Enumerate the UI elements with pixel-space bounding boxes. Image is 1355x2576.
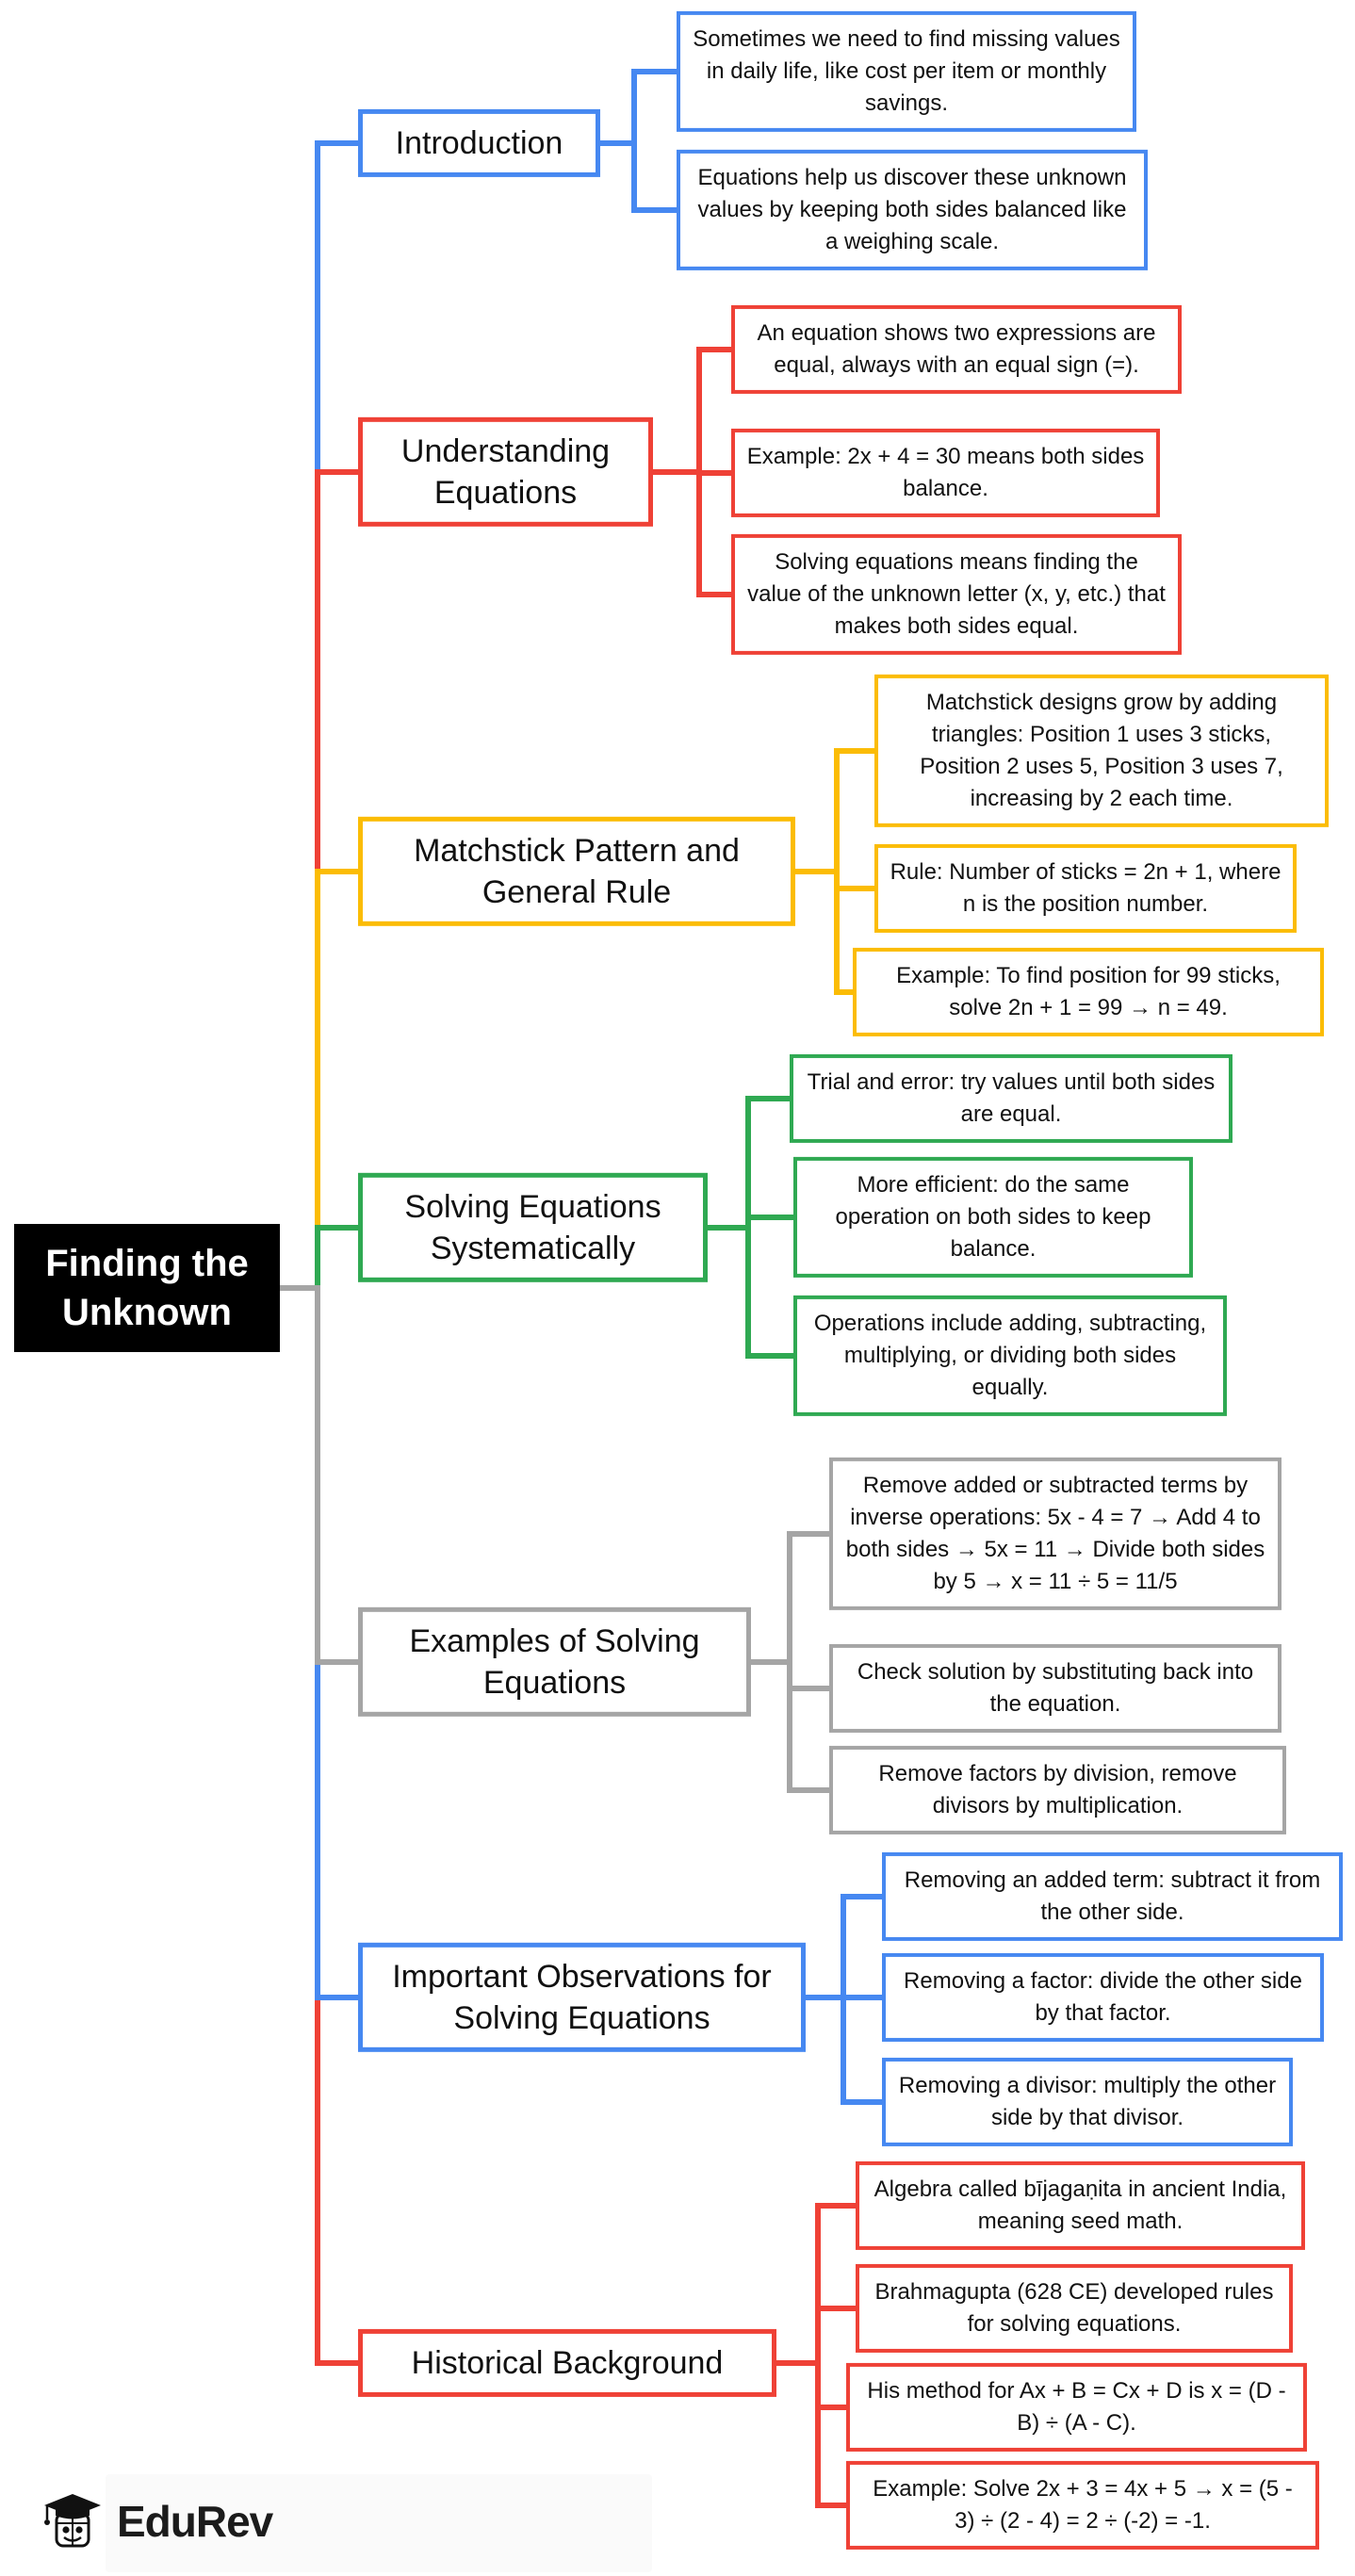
leaf-node: Algebra called bījagaṇita in ancient Ind…	[856, 2160, 1305, 2251]
connector-understanding-leaf-1	[650, 347, 734, 475]
leaf-node: Brahmagupta (628 CE) developed rules for…	[856, 2263, 1293, 2354]
connector-introduction-leaf-1	[597, 69, 679, 146]
leaf-node: Removing an added term: subtract it from…	[882, 1851, 1343, 1942]
connector-solving-leaf-1	[705, 1096, 792, 1231]
connector-matchstick-leaf-1	[792, 748, 877, 874]
connector-observations-leaf-1	[803, 1894, 885, 2000]
leaf-node: Remove factors by division, remove divis…	[829, 1745, 1286, 1835]
leaf-node: Sometimes we need to find missing values…	[677, 10, 1136, 133]
connector-historical-leaf-3	[774, 2360, 849, 2410]
connector-historical-leaf-4	[774, 2360, 849, 2508]
topic-node-matchstick-pattern: Matchstick Pattern and General Rule	[358, 816, 795, 927]
connector-root-solving	[277, 1225, 361, 1291]
leaf-node: Equations help us discover these unknown…	[677, 149, 1148, 271]
connector-examples-leaf-1	[748, 1531, 832, 1665]
connector-matchstick-leaf-3	[792, 869, 856, 995]
connector-understanding-leaf-3	[650, 469, 734, 597]
topic-node-examples-of-solving: Examples of Solving Equations	[358, 1606, 751, 1718]
root-node: Finding the Unknown	[14, 1224, 280, 1352]
leaf-node: Remove added or subtracted terms by inve…	[829, 1457, 1282, 1611]
connector-examples-leaf-3	[748, 1659, 832, 1793]
connector-introduction-leaf-2	[597, 140, 679, 213]
leaf-node: His method for Ax + B = Cx + D is x = (D…	[846, 2362, 1307, 2453]
connector-historical-leaf-2	[774, 2306, 858, 2366]
leaf-node: Check solution by substituting back into…	[829, 1643, 1282, 1734]
leaf-node: Removing a factor: divide the other side…	[882, 1952, 1324, 2043]
leaf-node: Removing a divisor: multiply the other s…	[882, 2057, 1293, 2147]
edurev-logo-text: EduRev	[117, 2497, 273, 2546]
leaf-node: Trial and error: try values until both s…	[790, 1053, 1233, 1144]
topic-node-introduction: Introduction	[358, 108, 600, 178]
edurev-logo: EduRev	[41, 2491, 273, 2552]
leaf-node: Operations include adding, subtracting, …	[793, 1295, 1227, 1417]
leaf-node: Solving equations means finding the valu…	[731, 533, 1182, 656]
leaf-node: More efficient: do the same operation on…	[793, 1156, 1193, 1279]
topic-node-important-observations: Important Observations for Solving Equat…	[358, 1942, 806, 2053]
topic-node-understanding-equations: Understanding Equations	[358, 416, 653, 528]
topic-node-historical-background: Historical Background	[358, 2328, 776, 2398]
leaf-node: Example: To find position for 99 sticks,…	[853, 947, 1324, 1037]
leaf-node: Matchstick designs grow by adding triang…	[874, 674, 1329, 828]
connector-observations-leaf-3	[803, 1995, 885, 2105]
connector-solving-leaf-3	[705, 1225, 796, 1359]
leaf-node: Example: 2x + 4 = 30 means both sides ba…	[731, 428, 1160, 518]
leaf-node: Example: Solve 2x + 3 = 4x + 5 → x = (5 …	[846, 2460, 1319, 2551]
logo-background	[106, 2474, 652, 2572]
connector-root-examples	[277, 1285, 361, 1665]
leaf-node: An equation shows two expressions are eq…	[731, 304, 1182, 395]
leaf-node: Rule: Number of sticks = 2n + 1, where n…	[874, 843, 1297, 934]
edurev-logo-icon	[44, 2494, 101, 2548]
topic-node-solving-systematically: Solving Equations Systematically	[358, 1172, 708, 1283]
